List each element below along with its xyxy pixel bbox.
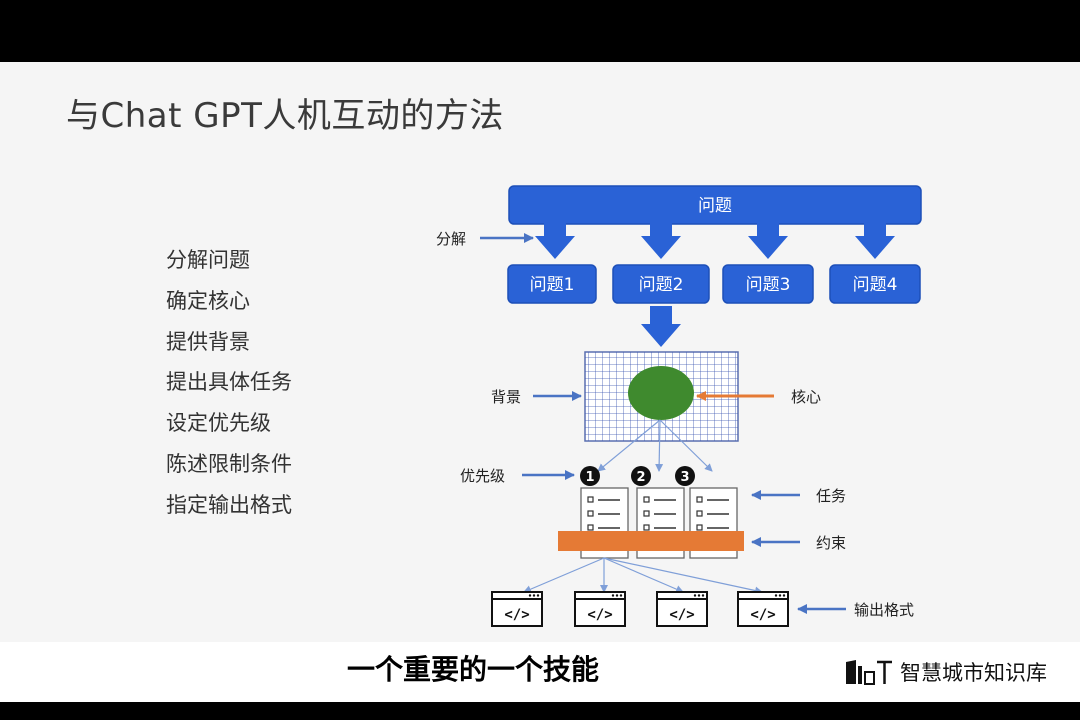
- watermark-text: 智慧城市知识库: [900, 661, 1047, 685]
- letterbox-bottom: [0, 702, 1080, 720]
- sub-problem-label: 问题4: [853, 275, 898, 295]
- step-item: 提出具体任务: [166, 370, 292, 395]
- priority-number: 1: [585, 470, 594, 485]
- thin-arrow: [603, 557, 684, 593]
- task-label: 任务: [816, 487, 846, 505]
- thin-arrow: [603, 557, 763, 595]
- sub-problem-box: [612, 264, 710, 304]
- code-symbol: </>: [504, 607, 529, 623]
- constraint-label: 约束: [816, 534, 846, 552]
- down-arrow-icon: [641, 306, 681, 347]
- sub-problem-box: [507, 264, 597, 304]
- sub-problem-label: 问题2: [639, 275, 684, 295]
- priority-label: 优先级: [460, 467, 505, 485]
- thin-arrow: [655, 419, 664, 472]
- watermark: 智慧城市知识库: [844, 656, 1047, 688]
- caption-bar: [0, 642, 1080, 702]
- priority-badge: [580, 466, 600, 486]
- background-label: 背景: [491, 388, 521, 406]
- code-symbol: </>: [587, 607, 612, 623]
- sub-problem-box: [829, 264, 921, 304]
- sub-problem-box: [722, 264, 814, 304]
- sub-problem-label: 问题1: [530, 275, 575, 295]
- code-window-icon: </>: [574, 591, 626, 627]
- brand-logo-icon: [846, 660, 892, 685]
- thin-arrow: [597, 419, 661, 472]
- priority-badge: [675, 466, 695, 486]
- thin-arrow: [659, 419, 713, 472]
- step-item: 指定输出格式: [166, 492, 292, 517]
- step-item: 确定核心: [166, 288, 250, 313]
- step-item: 设定优先级: [166, 411, 271, 436]
- down-arrow-icon: [535, 220, 575, 259]
- letterbox-top: [0, 0, 1080, 62]
- code-window-icon: </>: [737, 591, 789, 627]
- thin-arrow: [523, 557, 605, 593]
- step-list: 分解问题 确定核心 提供背景 提出具体任务 设定优先级 陈述限制条件 指定输出格…: [166, 244, 292, 530]
- core-ellipse: [628, 366, 694, 420]
- code-symbol: </>: [669, 607, 694, 623]
- code-symbol: </>: [750, 607, 775, 623]
- step-item: 分解问题: [166, 248, 250, 272]
- code-window-icon: </>: [491, 591, 543, 627]
- decompose-label: 分解: [436, 230, 466, 248]
- down-arrow-icon: [855, 220, 895, 259]
- down-arrow-icon: [641, 220, 681, 259]
- problem-box-label: 问题: [698, 196, 732, 216]
- priority-badge: [631, 466, 651, 486]
- problem-box: [508, 185, 922, 225]
- down-arrow-icon: [748, 220, 788, 259]
- slide-title: 与Chat GPT人机互动的方法: [66, 96, 504, 136]
- priority-number: 2: [636, 470, 645, 485]
- video-subtitle: 一个重要的一个技能: [346, 653, 599, 686]
- output-format-label: 输出格式: [854, 601, 914, 619]
- step-item: 陈述限制条件: [166, 451, 292, 476]
- constraint-bar: [558, 531, 744, 551]
- step-item: 提供背景: [166, 329, 250, 354]
- code-window-icon: </>: [656, 591, 708, 627]
- core-label: 核心: [791, 388, 821, 406]
- sub-problem-label: 问题3: [746, 275, 791, 295]
- priority-number: 3: [680, 470, 689, 485]
- slide: [0, 62, 1080, 642]
